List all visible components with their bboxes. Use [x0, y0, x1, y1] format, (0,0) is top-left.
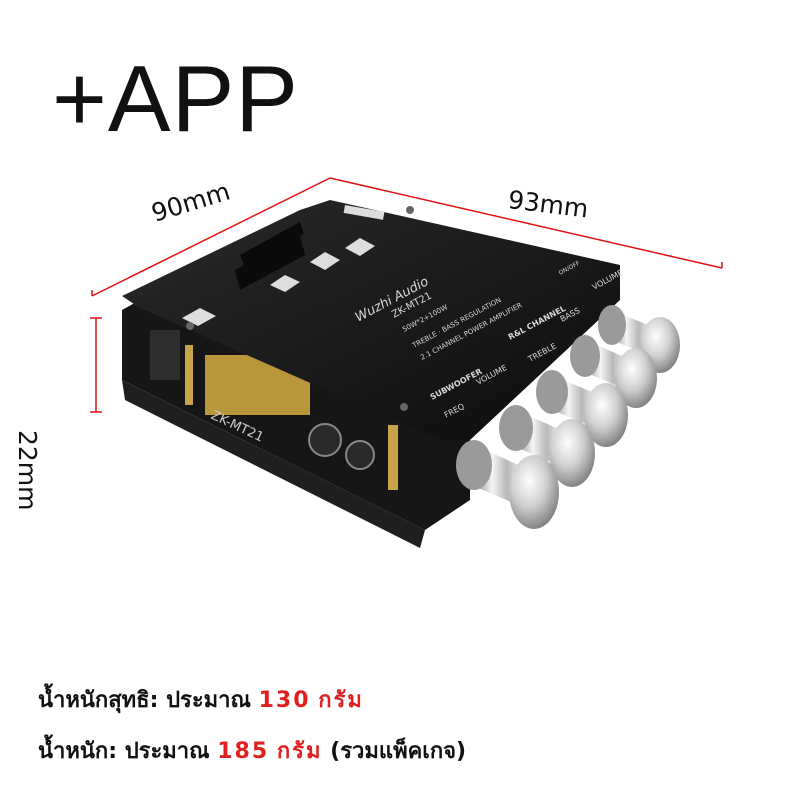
knob-volume-sub [499, 405, 595, 487]
dimension-height-label: 22mm [13, 430, 42, 511]
gross-weight-line: น้ำหนัก: ประมาณ 185 กรัม (รวมแพ็คเกจ) [38, 733, 466, 768]
net-weight-line: น้ำหนักสุทธิ: ประมาณ 130 กรัม [38, 682, 364, 717]
knob-bass [570, 335, 657, 408]
gross-weight-suffix: (รวมแพ็คเกจ) [330, 739, 467, 764]
gross-weight-unit: กรัม [276, 739, 323, 764]
gross-weight-label: น้ำหนัก: ประมาณ [38, 739, 210, 764]
dimension-lines [90, 177, 723, 413]
net-weight-label: น้ำหนักสุทธิ: ประมาณ [38, 688, 251, 713]
gross-weight-value: 185 [217, 739, 270, 764]
knob-freq [456, 440, 559, 529]
heatsink [235, 222, 305, 290]
knob-treble [536, 370, 628, 447]
net-weight-unit: กรัม [318, 688, 364, 713]
board-base [122, 380, 425, 548]
board-markings [182, 205, 385, 326]
net-weight-value: 130 [258, 688, 311, 713]
headline-app: +APP [52, 46, 299, 151]
